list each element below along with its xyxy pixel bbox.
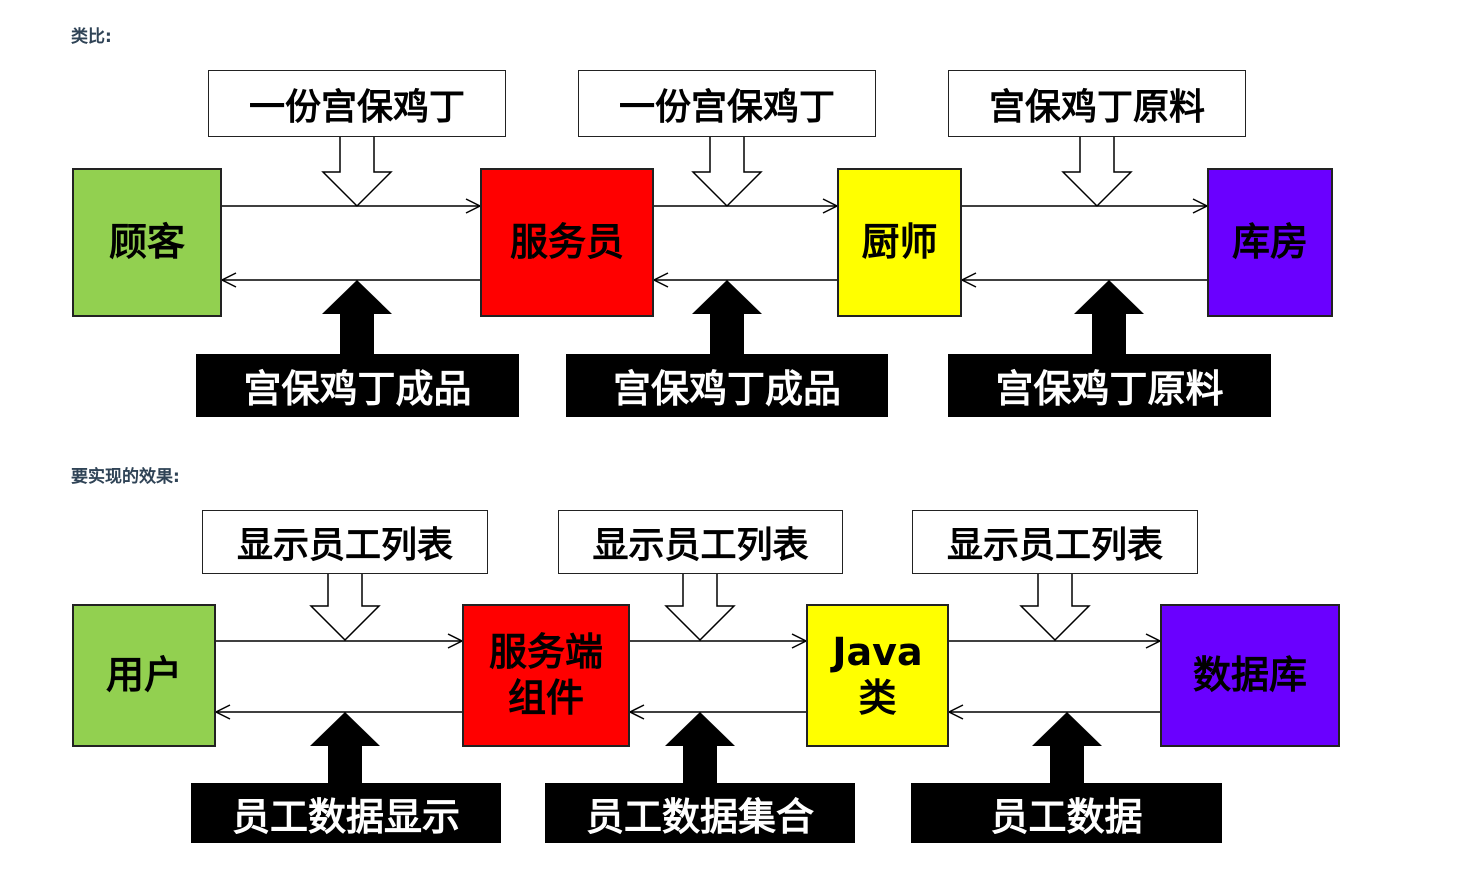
request-callout-arrow-5 [664,572,736,642]
request-callout-arrow-2 [691,135,763,208]
response-flow-arrow-4-head [214,704,231,720]
response-flow-arrow-3-head [960,272,977,288]
request-callout-arrow-3 [1061,135,1133,208]
response-callout-arrow-4 [310,712,380,784]
request-label-5: 显示员工列表 [558,510,843,574]
section-label-analogy: 类比: [71,27,112,47]
node-database-label: 数据库 [1192,652,1307,697]
response-label-5: 员工数据集合 [545,783,855,843]
node-storeroom: 库房 [1207,168,1333,317]
response-label-3: 宫保鸡丁原料 [948,354,1271,417]
response-callout-arrow-6 [1032,712,1102,784]
node-chef-label: 厨师 [861,219,938,264]
node-waiter-label: 服务员 [509,219,624,264]
node-server-component-label: 服务端 组件 [488,629,603,720]
response-callout-arrow-5 [665,712,735,784]
node-server-component: 服务端 组件 [462,604,630,747]
response-label-4: 员工数据显示 [191,783,501,843]
request-callout-arrow-1 [321,135,393,208]
request-label-3: 宫保鸡丁原料 [948,70,1246,137]
node-java-class: Java 类 [806,604,949,747]
node-user: 用户 [72,604,216,747]
node-user-label: 用户 [105,652,182,697]
request-callout-arrow-4 [309,572,381,642]
node-customer: 顾客 [72,168,222,317]
node-chef: 厨师 [837,168,962,317]
response-label-1: 宫保鸡丁成品 [196,354,519,417]
response-flow-arrow-6-head [947,704,964,720]
response-callout-arrow-3 [1074,280,1144,355]
response-callout-arrow-1 [322,280,392,355]
response-flow-arrow-1-head [220,272,237,288]
response-callout-arrow-2 [692,280,762,355]
response-flow-arrow-2-head [652,272,669,288]
request-label-4: 显示员工列表 [202,510,488,574]
node-database: 数据库 [1160,604,1340,747]
node-storeroom-label: 库房 [1231,219,1308,264]
request-label-1: 一份宫保鸡丁 [208,70,506,137]
request-label-2: 一份宫保鸡丁 [578,70,876,137]
request-label-6: 显示员工列表 [912,510,1198,574]
request-callout-arrow-6 [1019,572,1091,642]
section-label-goal: 要实现的效果: [71,467,180,487]
node-customer-label: 顾客 [108,219,185,264]
response-flow-arrow-5-head [628,704,645,720]
response-label-6: 员工数据 [911,783,1222,843]
response-label-2: 宫保鸡丁成品 [566,354,888,417]
node-waiter: 服务员 [480,168,654,317]
node-java-class-label: Java 类 [832,629,923,720]
